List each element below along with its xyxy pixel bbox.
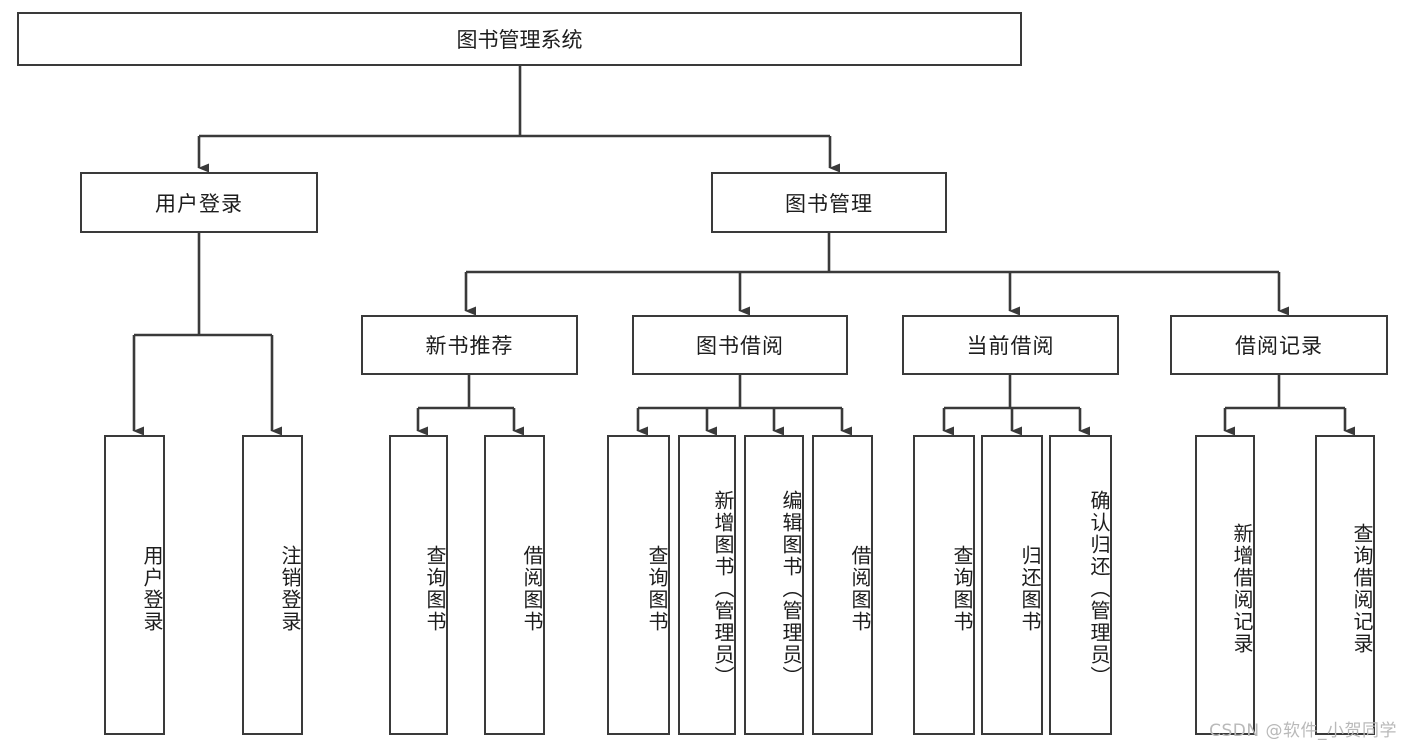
node-label: 用户登录	[155, 191, 243, 216]
node-label: 归还图书	[1018, 545, 1042, 633]
node-label: 新增图书（管理员）	[711, 490, 735, 688]
leaf-query-book-borrow[interactable]: 查询图书	[607, 435, 670, 735]
leaf-confirm-return-admin[interactable]: 确认归还（管理员）	[1049, 435, 1112, 735]
leaf-logout[interactable]: 注销登录	[242, 435, 303, 735]
node-borrow-record[interactable]: 借阅记录	[1170, 315, 1388, 375]
node-root[interactable]: 图书管理系统	[17, 12, 1022, 66]
node-current-borrow[interactable]: 当前借阅	[902, 315, 1119, 375]
node-label: 注销登录	[278, 545, 302, 633]
node-label: 用户登录	[140, 545, 164, 633]
node-label: 查询借阅记录	[1350, 523, 1374, 655]
node-label: 新书推荐	[425, 334, 514, 358]
node-label: 借阅图书	[520, 545, 544, 633]
leaf-add-borrow-record[interactable]: 新增借阅记录	[1195, 435, 1255, 735]
leaf-query-borrow-record[interactable]: 查询借阅记录	[1315, 435, 1375, 735]
node-label: 查询图书	[423, 545, 447, 633]
leaf-borrow-book[interactable]: 借阅图书	[812, 435, 873, 735]
leaf-add-book-admin[interactable]: 新增图书（管理员）	[678, 435, 736, 735]
node-label: 确认归还（管理员）	[1087, 490, 1111, 688]
node-label: 借阅记录	[1235, 334, 1323, 358]
node-label: 图书管理系统	[456, 28, 583, 52]
node-new-book-recommend[interactable]: 新书推荐	[361, 315, 578, 375]
node-label: 借阅图书	[848, 545, 872, 633]
node-label: 查询图书	[950, 545, 974, 633]
node-label: 图书借阅	[696, 334, 784, 358]
node-book-borrow[interactable]: 图书借阅	[632, 315, 848, 375]
node-label: 图书管理	[785, 191, 873, 216]
node-book-management[interactable]: 图书管理	[711, 172, 947, 233]
leaf-edit-book-admin[interactable]: 编辑图书（管理员）	[744, 435, 804, 735]
leaf-user-login[interactable]: 用户登录	[104, 435, 165, 735]
leaf-return-book[interactable]: 归还图书	[981, 435, 1043, 735]
node-label: 编辑图书（管理员）	[779, 490, 803, 688]
leaf-query-book-recommend[interactable]: 查询图书	[389, 435, 448, 735]
node-label: 当前借阅	[966, 334, 1055, 358]
node-label: 查询图书	[645, 545, 669, 633]
node-label: 新增借阅记录	[1230, 523, 1254, 655]
node-user-login[interactable]: 用户登录	[80, 172, 318, 233]
leaf-borrow-book-recommend[interactable]: 借阅图书	[484, 435, 545, 735]
watermark: CSDN @软件_小贺同学	[1209, 721, 1397, 741]
leaf-query-book-current[interactable]: 查询图书	[913, 435, 975, 735]
